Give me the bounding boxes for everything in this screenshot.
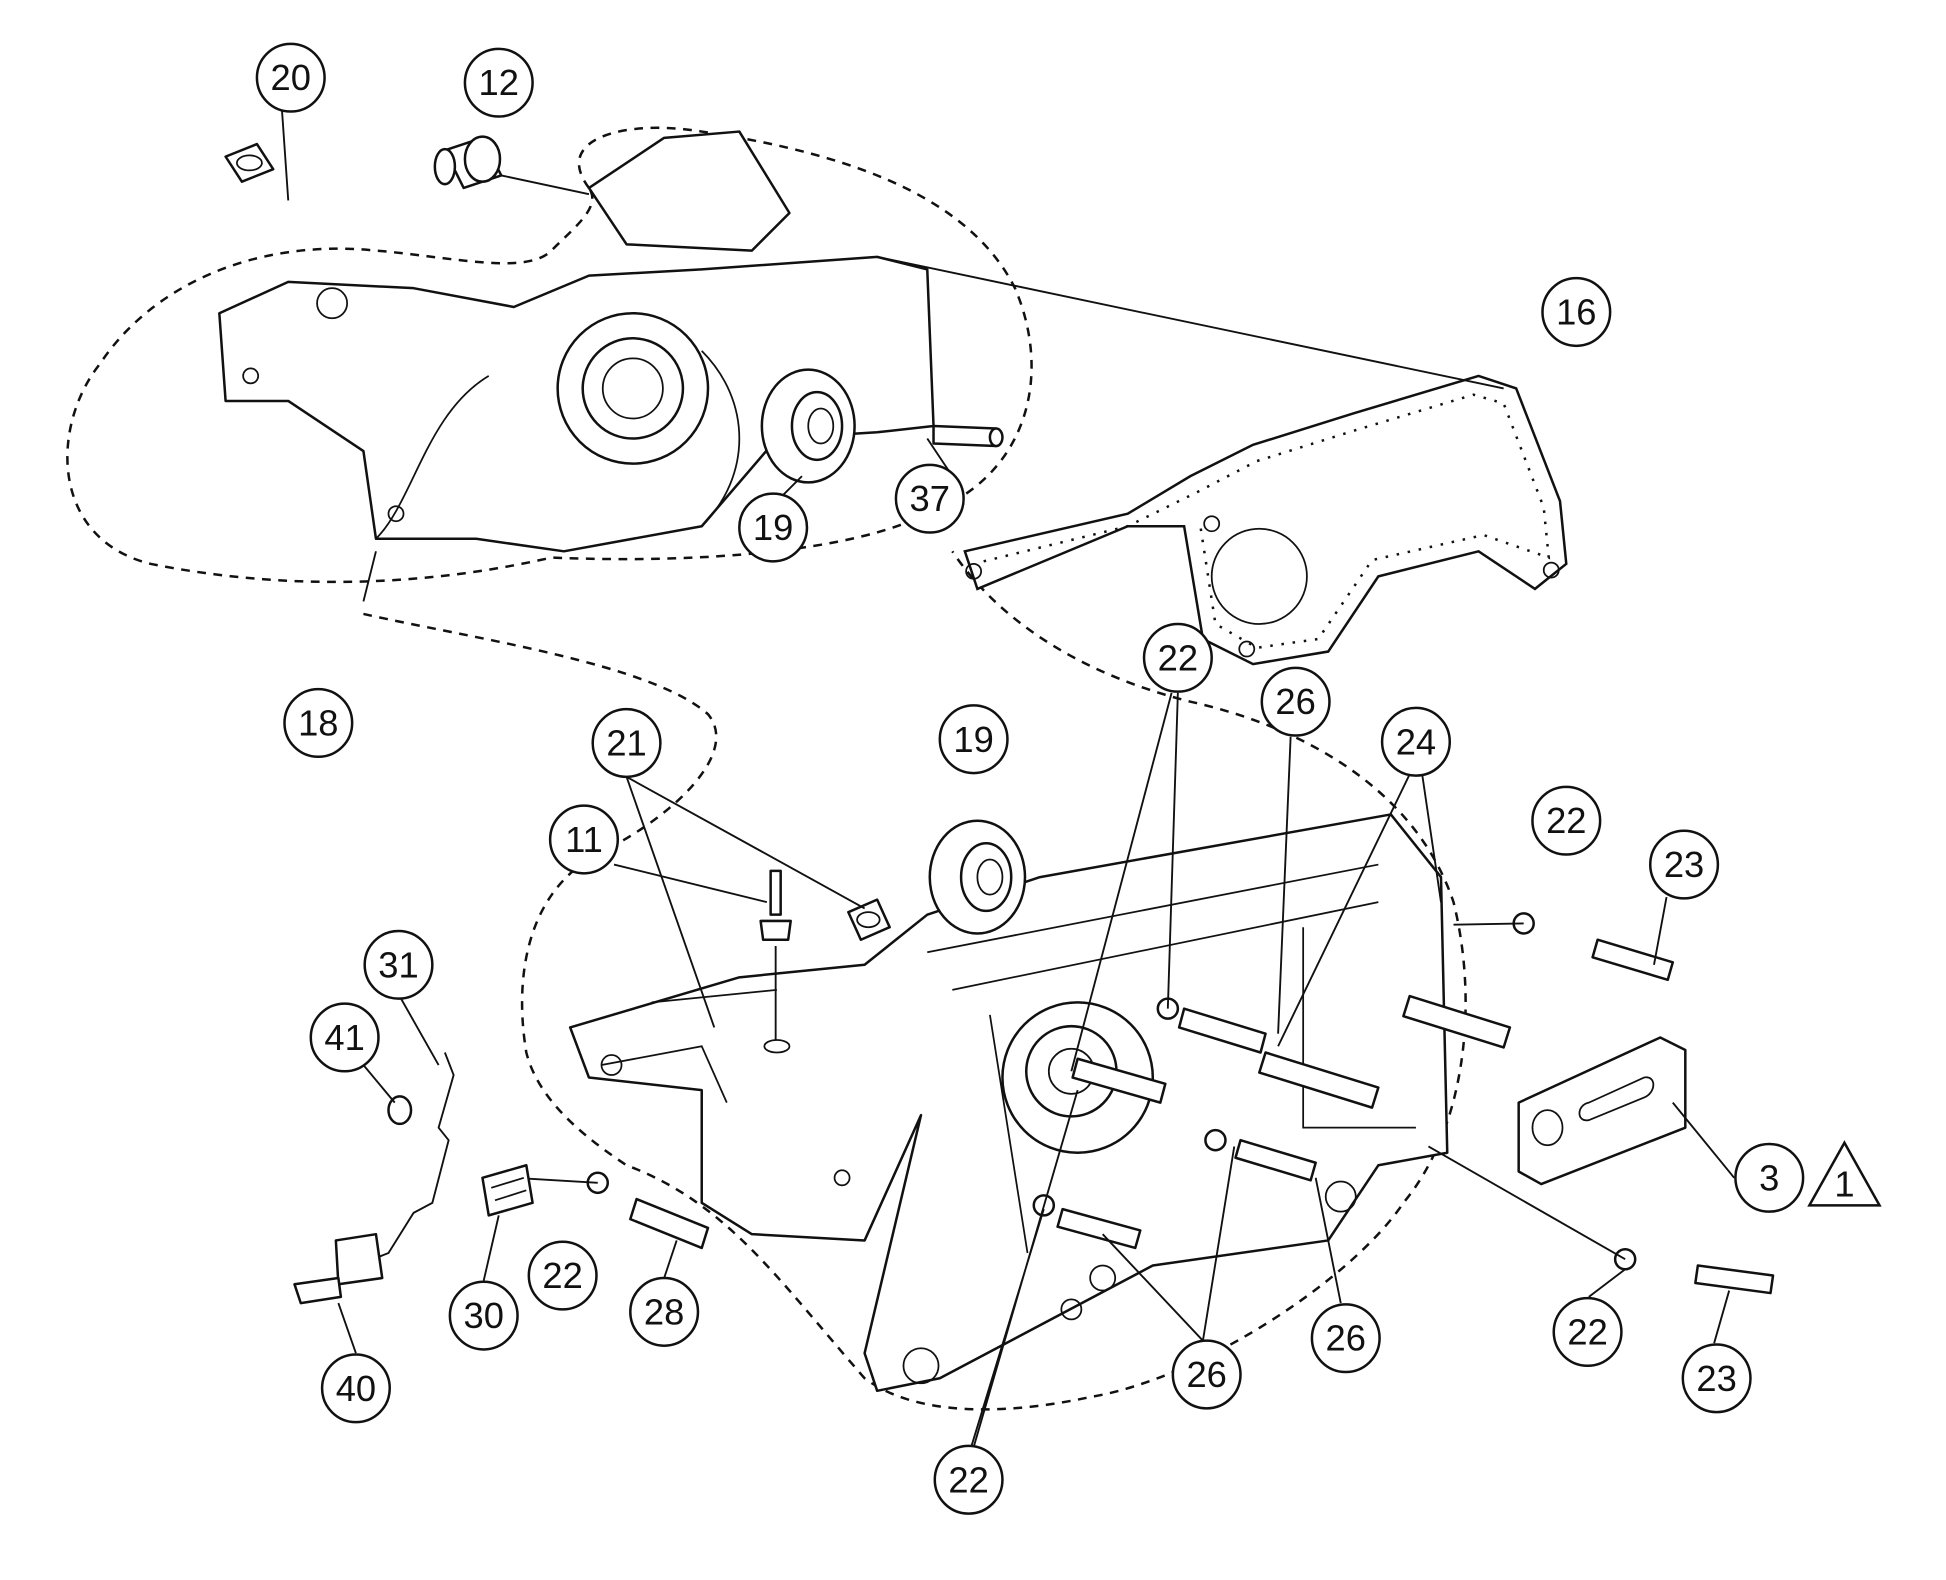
svg-text:19: 19 (753, 507, 793, 548)
linkage-parts (293, 1052, 534, 1305)
callout-31: 31 (363, 929, 434, 1000)
bearing-lower (928, 819, 1027, 935)
grommet-upper (224, 142, 275, 183)
callout-12: 12 (463, 47, 534, 118)
callout-11: 11 (548, 804, 620, 875)
callout-26-top: 26 (1260, 666, 1331, 737)
callout-18: 18 (283, 687, 354, 759)
svg-text:26: 26 (1275, 681, 1315, 722)
svg-text:21: 21 (606, 723, 646, 764)
grommet-lower (847, 898, 891, 941)
callout-23-bottom: 23 (1681, 1343, 1752, 1414)
svg-text:30: 30 (464, 1295, 504, 1336)
callout-26-right: 26 (1310, 1303, 1381, 1374)
callout-22-bottom: 22 (933, 1444, 1004, 1515)
svg-text:31: 31 (378, 944, 418, 985)
svg-text:28: 28 (644, 1291, 684, 1332)
svg-text:19: 19 (953, 719, 993, 760)
svg-text:22: 22 (1158, 637, 1198, 678)
svg-text:41: 41 (324, 1017, 364, 1058)
callout-37: 37 (894, 463, 965, 534)
callout-19-lower: 19 (938, 704, 1009, 775)
callout-21: 21 (591, 707, 662, 779)
svg-text:20: 20 (271, 57, 311, 98)
svg-text:23: 23 (1664, 844, 1704, 885)
svg-text:22: 22 (1546, 800, 1586, 841)
upper-assembly-outline (66, 126, 1033, 584)
leader-lines (281, 110, 1735, 1448)
callout-28: 28 (629, 1276, 700, 1347)
callout-26-bottom: 26 (1171, 1339, 1242, 1410)
svg-text:23: 23 (1696, 1358, 1736, 1399)
svg-text:26: 26 (1326, 1318, 1366, 1359)
callout-40: 40 (320, 1353, 391, 1424)
svg-text:22: 22 (542, 1255, 582, 1296)
svg-text:1: 1 (1834, 1164, 1854, 1205)
callout-22-right-top: 22 (1531, 785, 1602, 856)
svg-text:24: 24 (1396, 721, 1436, 762)
dowel-pin (932, 424, 1004, 448)
plug (433, 135, 503, 190)
callout-20: 20 (255, 42, 326, 113)
plate (1517, 1036, 1687, 1186)
lower-assembly-outline (363, 550, 1467, 1411)
bearing-upper (760, 368, 856, 484)
callout-3: 3 (1734, 1142, 1805, 1213)
callout-30: 30 (448, 1280, 519, 1351)
svg-text:16: 16 (1556, 291, 1596, 332)
callout-24: 24 (1380, 706, 1452, 777)
callout-23-top: 23 (1648, 829, 1720, 900)
gasket (963, 374, 1568, 666)
svg-text:3: 3 (1759, 1157, 1779, 1198)
svg-text:18: 18 (298, 702, 338, 743)
svg-text:37: 37 (910, 478, 950, 519)
callout-19-upper: 19 (738, 492, 809, 563)
svg-text:12: 12 (479, 62, 519, 103)
svg-text:11: 11 (565, 819, 603, 860)
svg-text:22: 22 (948, 1459, 988, 1500)
callout-22-left: 22 (527, 1240, 598, 1311)
callout-16: 16 (1541, 276, 1612, 348)
callout-22-top: 22 (1142, 622, 1213, 693)
screw-11 (759, 869, 792, 1054)
callout-22-right-bottom: 22 (1552, 1296, 1623, 1367)
crankcase-upper-half (218, 130, 935, 553)
note-triangle-1: 1 (1807, 1140, 1882, 1207)
svg-text:26: 26 (1186, 1354, 1226, 1395)
svg-text:22: 22 (1567, 1311, 1607, 1352)
callout-41: 41 (309, 1002, 380, 1073)
svg-text:40: 40 (336, 1368, 376, 1409)
